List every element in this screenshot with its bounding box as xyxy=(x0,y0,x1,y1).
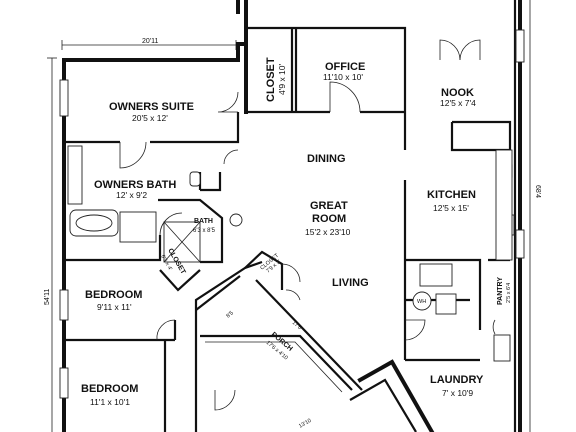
svg-text:12'5 x 15': 12'5 x 15' xyxy=(433,203,469,213)
room-owners-suite: OWNERS SUITE 20'5 x 12' xyxy=(109,101,194,123)
left-height-label: 54'11 xyxy=(44,289,51,305)
sink-icon xyxy=(435,293,457,315)
refrigerator-icon xyxy=(419,263,453,287)
svg-text:15'2 x 23'10: 15'2 x 23'10 xyxy=(305,227,351,237)
windows xyxy=(59,29,525,399)
svg-text:12'5 x 7'4: 12'5 x 7'4 xyxy=(440,98,476,108)
room-closet-porch: CLOSET 7'9 x 3' xyxy=(259,252,282,274)
svg-text:11'10 x 10': 11'10 x 10' xyxy=(323,72,363,82)
water-heater-label: WH xyxy=(417,299,426,305)
right-height-label: 68'4 xyxy=(534,185,541,198)
room-bath: BATH 6'3 x 8'5 xyxy=(193,218,216,234)
room-owners-bath: OWNERS BATH 12' x 9'2 xyxy=(94,179,176,200)
svg-text:KITCHEN: KITCHEN xyxy=(427,189,476,201)
room-office: OFFICE 11'10 x 10' xyxy=(323,61,365,82)
svg-text:GREAT: GREAT xyxy=(310,200,348,212)
room-bedroom-2: BEDROOM 11'1 x 10'1 xyxy=(81,383,138,407)
svg-text:PANTRY: PANTRY xyxy=(497,277,504,305)
svg-text:20'5 x 12': 20'5 x 12' xyxy=(132,113,168,123)
water-heater-icon xyxy=(412,291,432,311)
porch-side-dim: 17'6 xyxy=(291,320,303,331)
svg-text:CLOSET: CLOSET xyxy=(265,57,277,102)
svg-text:11'1 x 10'1: 11'1 x 10'1 xyxy=(90,397,130,407)
porch-short-dim: 8'5 xyxy=(225,310,234,319)
svg-text:OWNERS SUITE: OWNERS SUITE xyxy=(109,101,194,113)
right-dimension: 68'4 xyxy=(529,0,541,432)
svg-text:BEDROOM: BEDROOM xyxy=(85,289,142,301)
svg-text:ROOM: ROOM xyxy=(312,213,346,225)
svg-text:NOOK: NOOK xyxy=(441,87,474,99)
doors xyxy=(119,39,496,411)
shower-icon xyxy=(119,211,157,243)
svg-text:BEDROOM: BEDROOM xyxy=(81,383,138,395)
exterior-walls xyxy=(62,0,522,432)
svg-text:9'11 x 11': 9'11 x 11' xyxy=(97,302,132,312)
svg-text:7' x 10'9: 7' x 10'9 xyxy=(442,388,473,398)
svg-text:12' x 9'2: 12' x 9'2 xyxy=(116,190,147,200)
room-closet-top: CLOSET 4'9 x 10' xyxy=(265,57,287,102)
svg-text:BATH: BATH xyxy=(194,218,213,225)
top-dimension: 20'11 xyxy=(61,38,237,50)
washer-icon xyxy=(493,334,511,362)
svg-text:6'3 x 8'5: 6'3 x 8'5 xyxy=(193,228,216,234)
room-laundry: LAUNDRY 7' x 10'9 xyxy=(430,374,484,398)
top-width-label: 20'11 xyxy=(142,38,158,45)
svg-text:OFFICE: OFFICE xyxy=(325,61,365,73)
room-great-room: GREAT ROOM 15'2 x 23'10 xyxy=(305,200,351,237)
toilet-icon xyxy=(229,213,243,227)
svg-text:OWNERS BATH: OWNERS BATH xyxy=(94,179,176,191)
room-living: LIVING xyxy=(332,277,369,289)
svg-text:4'9 x 10': 4'9 x 10' xyxy=(277,63,287,95)
room-nook: NOOK 12'5 x 7'4 xyxy=(440,87,476,108)
room-bedroom-1: BEDROOM 9'11 x 11' xyxy=(85,289,142,312)
svg-text:LAUNDRY: LAUNDRY xyxy=(430,374,484,386)
room-pantry: PANTRY 2'5 x 6'4 xyxy=(497,277,512,305)
room-kitchen: KITCHEN 12'5 x 15' xyxy=(427,189,476,213)
svg-text:2'5 x 6'4: 2'5 x 6'4 xyxy=(506,283,512,303)
svg-text:LIVING: LIVING xyxy=(332,277,369,289)
toilet-icon xyxy=(189,171,201,187)
left-dimension: 54'11 xyxy=(44,57,57,432)
room-dining: DINING xyxy=(307,153,346,165)
interior-walls xyxy=(64,26,512,432)
fixtures: WH xyxy=(67,145,515,362)
svg-text:DINING: DINING xyxy=(307,153,346,165)
porch-bottom-dim: 13'10 xyxy=(298,418,313,430)
room-porch: PORCH 17'6 x 4'10 17'6 8'5 13'10 xyxy=(225,310,312,429)
